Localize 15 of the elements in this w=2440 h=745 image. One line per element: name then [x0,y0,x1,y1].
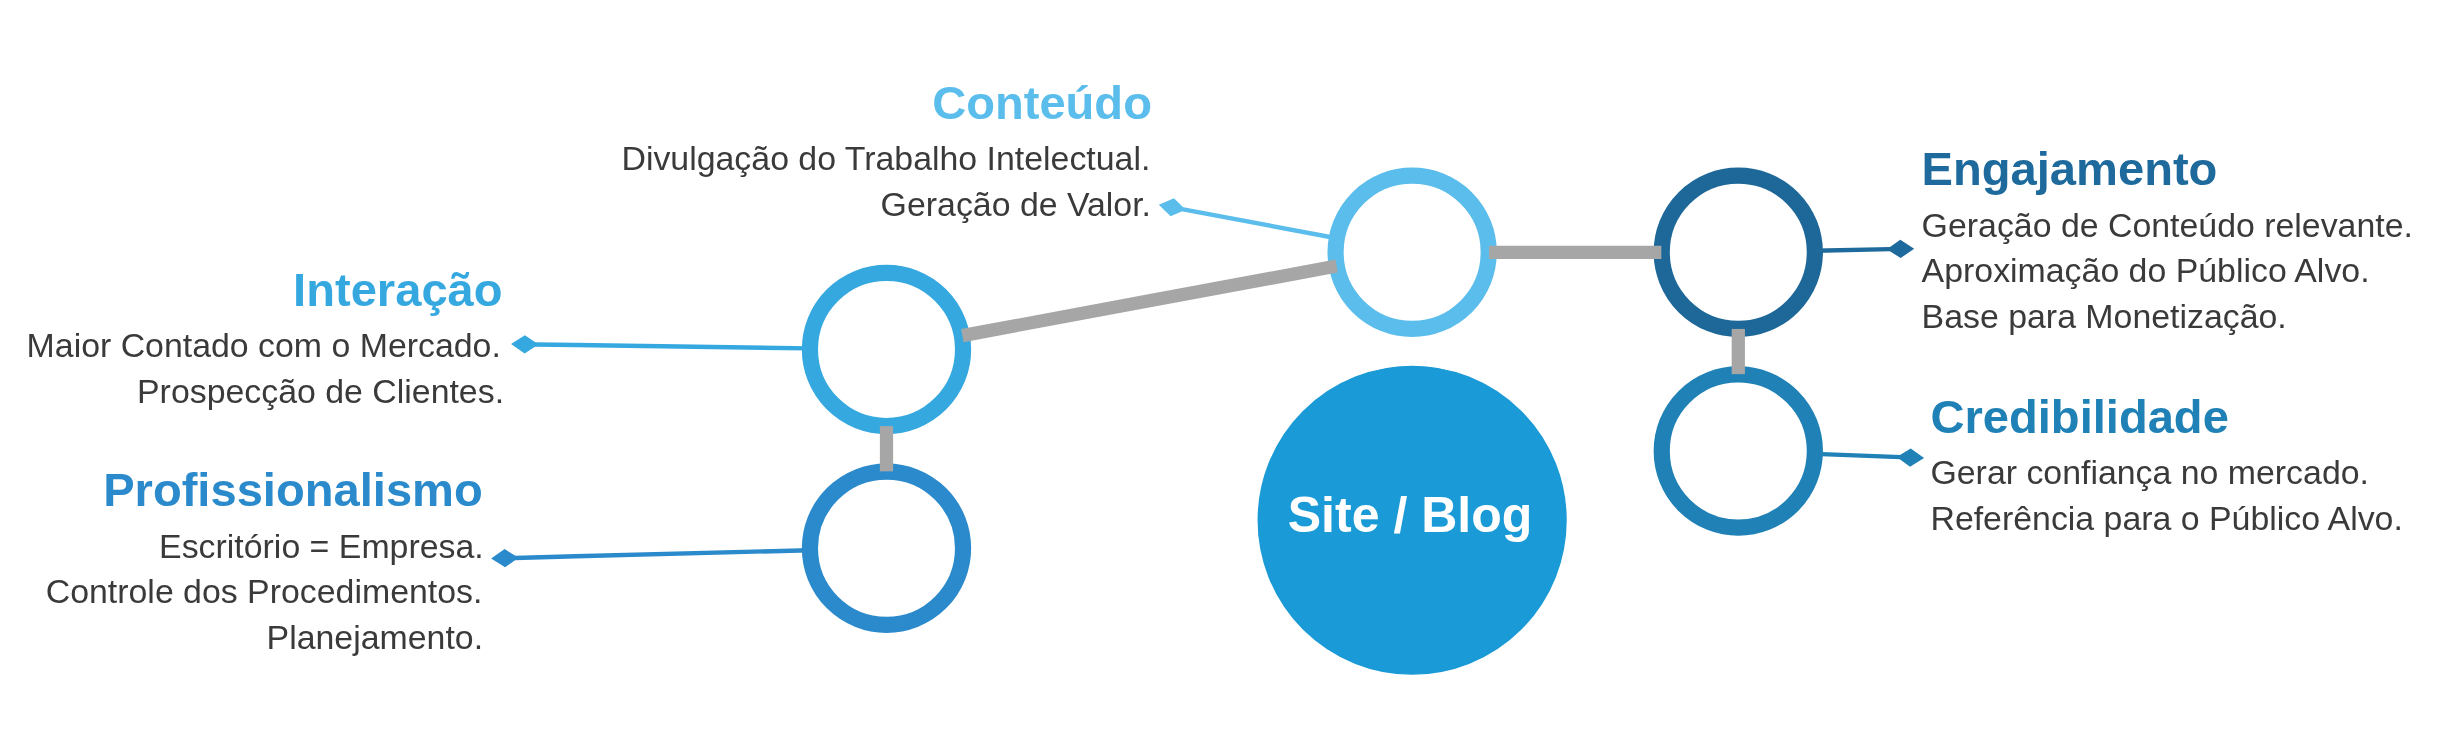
node-circle: Site / Blog [1257,365,1567,675]
connector [1731,328,1745,374]
node-text: Interação Maior Contado com o Mercado. Prospecção de Clientes. [26,262,505,410]
node-circle [1653,365,1823,536]
node-circle [801,463,972,633]
node-circle [1653,167,1823,337]
connector [961,259,1338,342]
node-text: Credibilidade Gerar confiança no mercado. Referência para o Público Alvo. [1930,389,2403,537]
connector [879,425,894,471]
node-circle [801,264,972,434]
connector [1489,245,1662,259]
node-text: Conteúdo Divulgação do Trabalho Intelectual. Geração de Valor. [621,75,1152,223]
node-text: Engajamento Geração de Conteúdo relevante. Aproximação do Público Alvo. Base para Monetização. [1921,141,2413,335]
node-text: Profissionalismo Escritório = Empresa. Controle dos Procedimentos. Planejamento. [45,462,484,656]
node-circle [1327,167,1497,337]
